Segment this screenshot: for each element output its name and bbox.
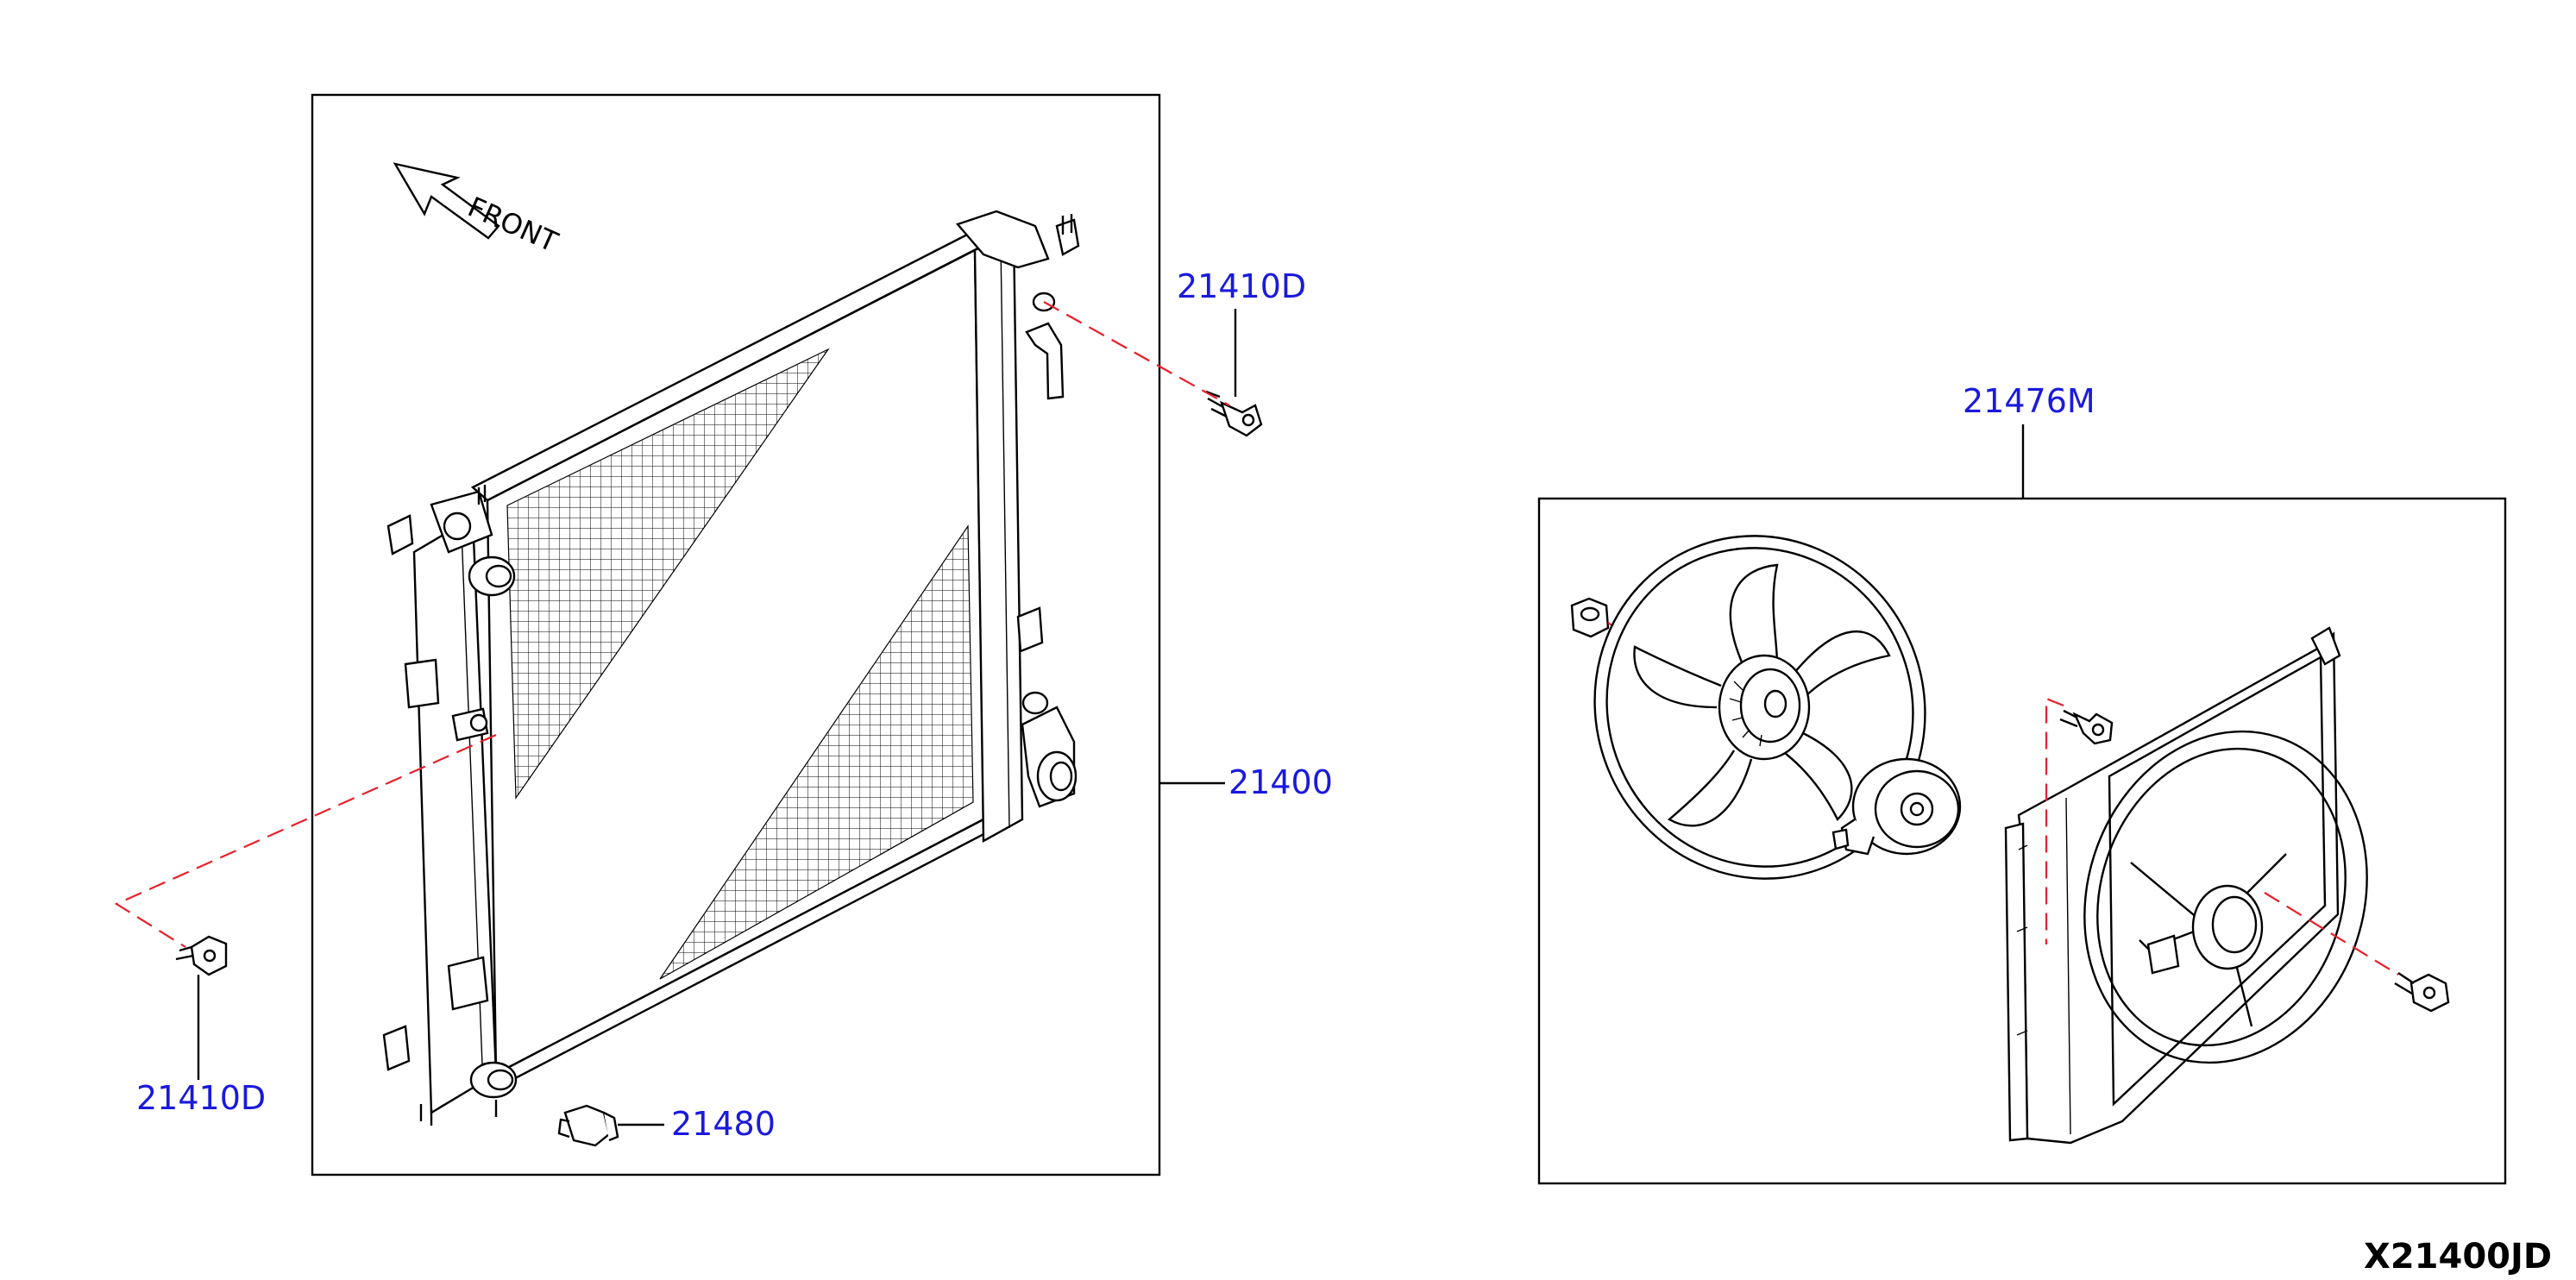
fan-blade-icon	[1593, 535, 1926, 880]
fan-shroud-icon	[2004, 626, 2368, 1145]
bolt-upper-callout: 21410D	[1177, 267, 1306, 305]
nut-icon	[1570, 597, 1610, 638]
bolt-upper-icon	[1205, 390, 1263, 437]
radiator-callout: 21400	[1228, 763, 1333, 801]
front-arrow-icon	[393, 162, 500, 240]
bolt-upper-dashed-leader	[1043, 301, 1230, 406]
radiator-group-frame	[311, 93, 1161, 1176]
radiator-core	[382, 210, 1080, 1126]
shroud-bolt-upper-dashed-leader	[2045, 697, 2064, 944]
shroud-bolt-right-dashed-leader	[2264, 892, 2399, 976]
diagram-code: X21400JD	[2364, 1237, 2552, 1277]
fan-motor-callout: 21476M	[1963, 382, 2095, 420]
fan-motor-group-frame	[1537, 497, 2507, 1185]
front-orientation-label: FRONT	[463, 191, 563, 259]
fan-motor-icon	[1831, 757, 1962, 856]
fan-motor-group: 21476M	[1537, 382, 2507, 1185]
drain-cock-icon	[557, 1104, 619, 1147]
radiator-group: FRONT	[114, 93, 1333, 1176]
bolt-lower-dashed-leader	[114, 733, 497, 948]
bolt-lower-callout: 21410D	[136, 1079, 266, 1117]
shroud-bolt-right-icon	[2394, 972, 2450, 1013]
shroud-bolt-upper-icon	[2059, 709, 2114, 745]
drain-cock-callout: 21480	[671, 1105, 776, 1143]
bolt-lower-icon	[175, 935, 228, 976]
